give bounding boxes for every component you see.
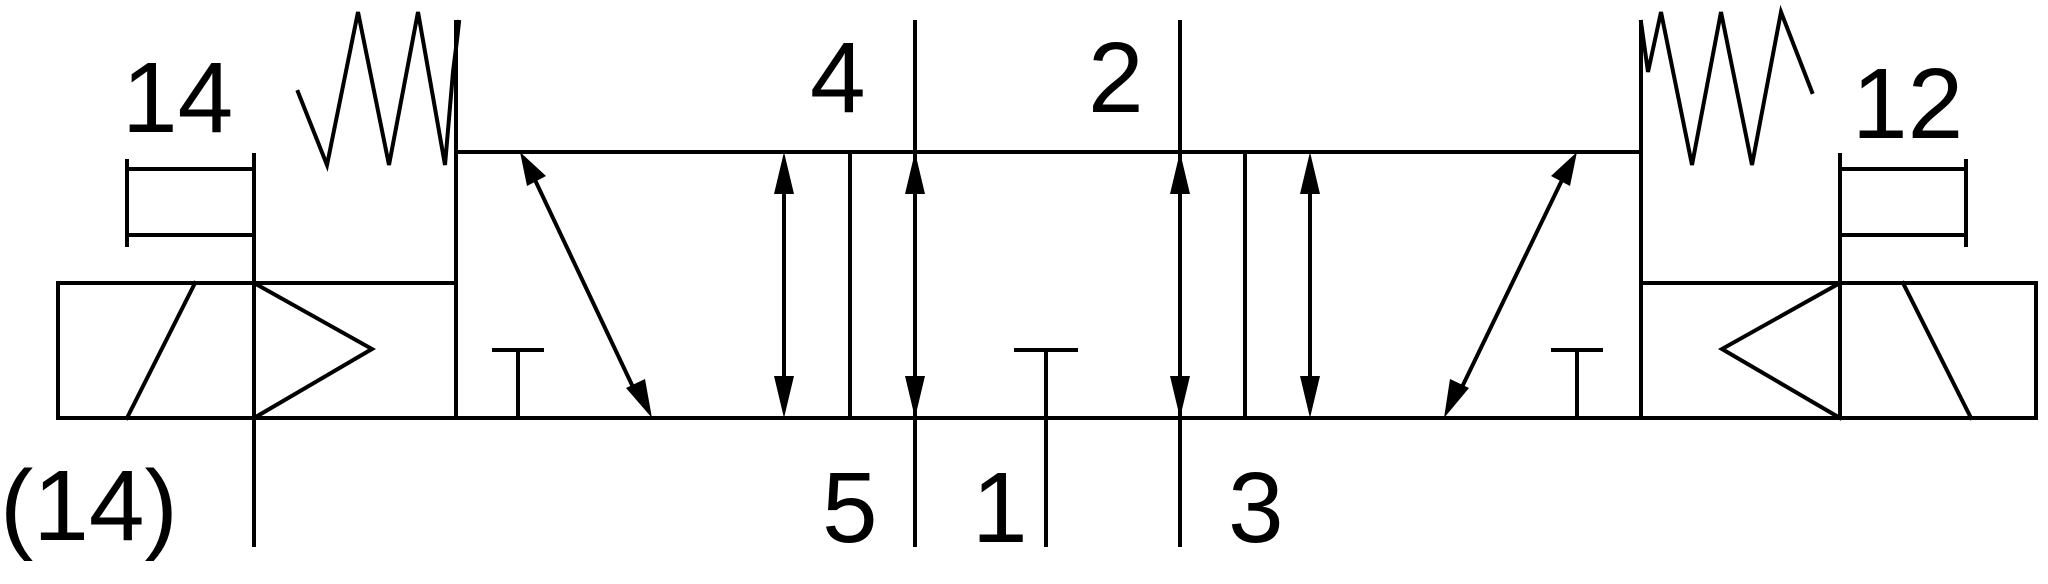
left-envelope [492,152,794,420]
flow-arrow-icon [1444,152,1577,418]
blocked-port-icon [1014,348,1078,547]
blocked-port-icon [492,348,544,420]
flow-arrow-icon [1300,152,1320,418]
port-label-1: 1 [972,452,1028,564]
right-envelope [1300,152,1603,420]
pilot-label-12: 12 [1852,48,1963,160]
port-label-5: 5 [822,452,878,564]
flow-arrow-icon [520,152,652,418]
pilot-label-14: 14 [122,42,233,154]
left-spring-icon [295,11,462,172]
right-spring-icon [1638,4,1815,166]
center-envelope [905,20,1190,547]
left-pilot-symbol [125,153,256,547]
port-label-2: 2 [1088,22,1144,134]
left-solenoid-icon [56,280,458,421]
blocked-port-icon [1551,348,1603,420]
flow-arrow-icon [905,152,925,418]
flow-arrow-icon [1170,152,1190,418]
manual-override-label: (14) [0,450,178,562]
right-actuator [1638,4,2038,421]
right-pilot-symbol [1838,153,1968,420]
port-label-4: 4 [810,22,866,134]
right-solenoid-icon [1639,280,2038,421]
flow-arrow-icon [774,152,794,418]
port-label-3: 3 [1228,452,1284,564]
